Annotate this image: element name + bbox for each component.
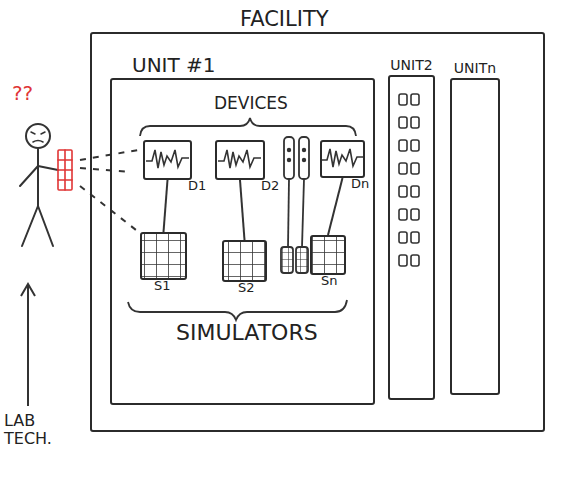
unit-box: UNIT #1D1D2DnS1S2Sn xyxy=(110,78,375,405)
simulator-box: S2 xyxy=(222,240,267,282)
simulator-grids xyxy=(141,233,345,281)
box-label: S2 xyxy=(238,281,255,296)
unit2-devices xyxy=(398,92,422,276)
box-label: S1 xyxy=(154,279,171,294)
group-label: DEVICES xyxy=(214,94,288,114)
unit-box: UNITn xyxy=(450,78,500,395)
wire-connector xyxy=(164,180,168,232)
box-label: UNIT2 xyxy=(390,57,432,73)
question-marks: ?? xyxy=(12,82,33,105)
device-box: D1 xyxy=(143,140,192,180)
box-label: D2 xyxy=(261,179,279,194)
signal-dashes xyxy=(80,150,138,230)
unit-box: UNIT2 xyxy=(388,75,435,400)
person-label: LAB TECH. xyxy=(4,412,66,449)
simulator-box: S1 xyxy=(140,232,187,280)
box-label: Sn xyxy=(321,274,338,289)
wire-connector xyxy=(328,178,343,235)
device-box: D2 xyxy=(215,140,265,180)
box-label: UNIT #1 xyxy=(132,54,216,77)
box-label: D1 xyxy=(188,179,206,194)
facility-box: FACILITYUNIT #1D1D2DnS1S2SnUNIT2UNITn xyxy=(90,32,545,432)
group-label: SIMULATORS xyxy=(176,320,318,345)
box-label: FACILITY xyxy=(240,7,329,31)
wire-connector xyxy=(240,180,245,240)
pointer-arrow xyxy=(21,284,35,406)
box-label: UNITn xyxy=(454,60,496,76)
device-box: Dn xyxy=(320,140,365,178)
box-label: Dn xyxy=(351,177,369,192)
more-devices xyxy=(281,137,309,273)
device-waveforms xyxy=(146,149,364,168)
lab-tech-figure xyxy=(20,124,72,246)
simulator-box: Sn xyxy=(310,235,346,275)
